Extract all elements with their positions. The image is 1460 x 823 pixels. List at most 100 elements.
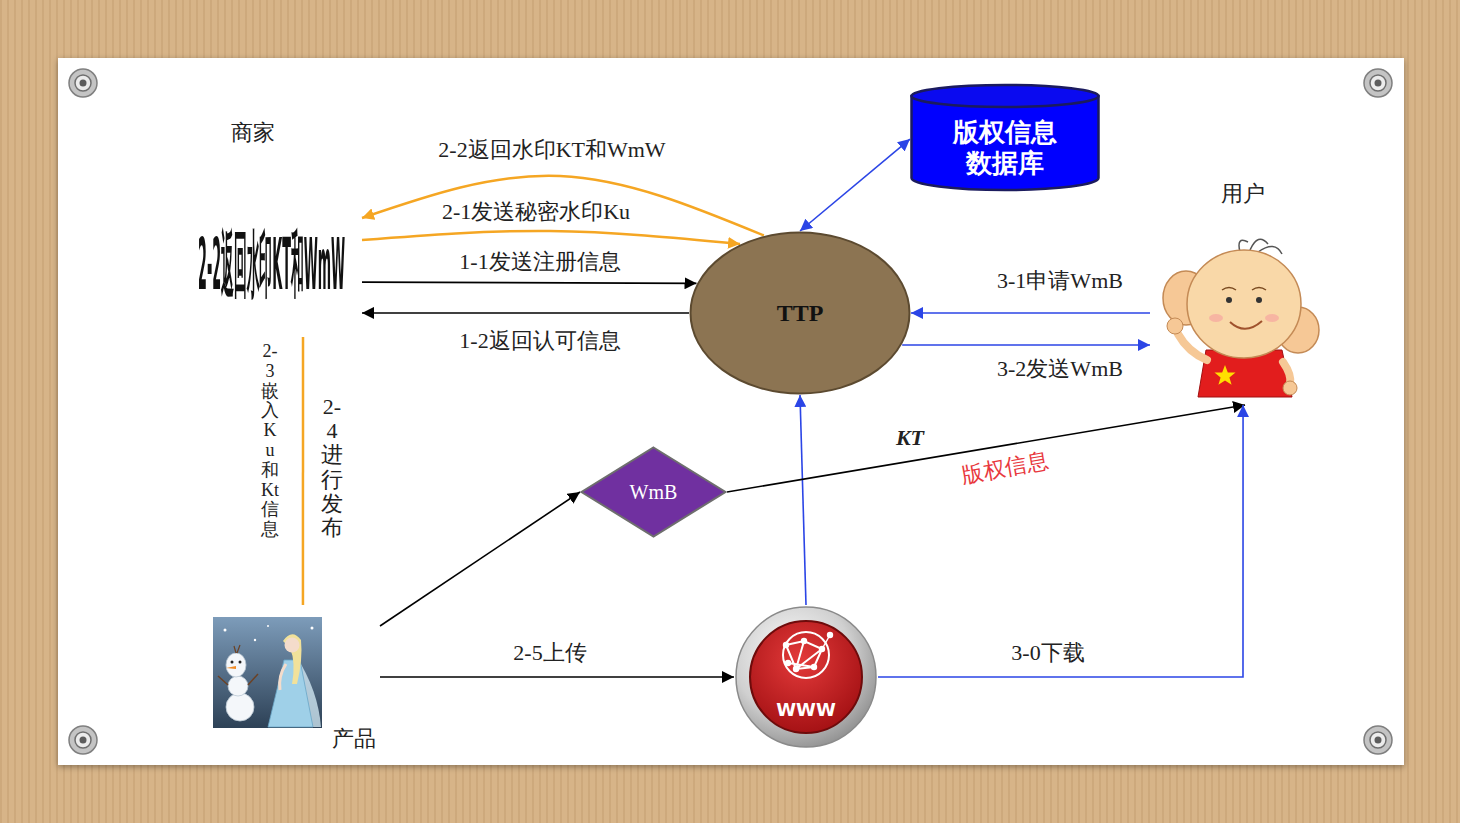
connector <box>362 231 740 244</box>
rivet-hole <box>1375 737 1382 744</box>
edge-label: 3-2发送WmB <box>994 356 1126 382</box>
user-node: 用户 <box>1150 175 1330 405</box>
www-label: WWW <box>776 699 836 721</box>
snowflake <box>224 629 227 632</box>
edge-label: 2-3嵌入Ku和Kt信息 <box>261 342 279 540</box>
network-globe <box>783 632 829 678</box>
snowman-nose <box>226 666 236 669</box>
distorted-label: 2-2返回水印KT和WmW <box>198 228 345 300</box>
snowman-eye <box>239 661 242 664</box>
connector <box>911 312 1150 314</box>
snowman-eye <box>231 661 234 664</box>
rivet-cap <box>75 75 91 91</box>
connector <box>362 176 764 236</box>
eye <box>1256 297 1262 303</box>
merchant-area: 商家2-2返回水印KT和WmW <box>190 112 362 337</box>
rivet-cap <box>1370 75 1386 91</box>
product-label: 产品 <box>332 726 376 752</box>
edge-label: 2-2返回水印KT和WmW <box>435 137 668 163</box>
user-cartoon <box>1163 239 1319 397</box>
snowman-arm <box>218 674 258 685</box>
rivet-cap <box>75 732 91 748</box>
hand <box>1167 318 1183 334</box>
connector <box>727 405 1245 492</box>
connector <box>902 344 1150 346</box>
network-orbit <box>822 635 830 649</box>
connector <box>878 405 1243 677</box>
head <box>1187 250 1301 358</box>
diamond-shape <box>582 448 726 537</box>
wmb-diamond: WmB <box>580 446 727 538</box>
rivet <box>1364 69 1392 97</box>
ellipse-shape <box>691 233 910 394</box>
rivet-ring <box>69 726 97 754</box>
edge-label: KT <box>893 425 927 451</box>
ttp-label: TTP <box>777 299 824 328</box>
connector <box>362 282 697 283</box>
network-lines <box>786 641 822 669</box>
globe-ring <box>736 607 876 747</box>
blush <box>1265 314 1279 322</box>
hand <box>1283 381 1297 395</box>
connector <box>362 312 689 314</box>
edge-label: 1-2返回认可信息 <box>456 328 623 354</box>
globe-face <box>750 621 862 733</box>
network-dot <box>785 660 791 666</box>
product-node: 产品 <box>208 605 380 755</box>
edge-label: 3-0下载 <box>1008 640 1087 666</box>
arm <box>280 664 286 690</box>
edge-label: 1-1发送注册信息 <box>456 249 623 275</box>
snowflake <box>311 627 314 630</box>
rivet-cap <box>1370 732 1386 748</box>
snowman-hair <box>234 645 240 653</box>
rivet <box>69 726 97 754</box>
rivet <box>1364 726 1392 754</box>
edge-label: 2-1发送秘密水印Ku <box>439 199 633 225</box>
rivet-ring <box>1364 726 1392 754</box>
snowman-head <box>226 653 246 677</box>
rivet-hole <box>80 80 87 87</box>
edge-label: 2-5上传 <box>510 640 589 666</box>
rivet-hole <box>80 737 87 744</box>
rivet <box>69 69 97 97</box>
wmb-label: WmB <box>630 480 678 504</box>
database-cylinder: 版权信息 数据库 <box>910 84 1100 190</box>
network-symbol <box>783 632 833 678</box>
database-label: 版权信息 数据库 <box>947 117 1063 179</box>
www-globe: WWW <box>734 605 878 749</box>
connector <box>380 676 734 678</box>
ttp-ellipse: TTP <box>689 231 911 395</box>
connector <box>302 337 305 605</box>
edge-label: 3-1申请WmB <box>994 268 1126 294</box>
publish-label: 2-4进行发布 <box>321 395 343 540</box>
rivet-ring <box>69 69 97 97</box>
copyright-note: 版权信息 <box>956 447 1053 489</box>
shirt-star <box>1215 365 1236 385</box>
mouth <box>1230 321 1262 329</box>
www-globe-outline <box>734 605 878 749</box>
network-dot <box>783 642 789 648</box>
blush <box>1209 314 1223 322</box>
paper-panel <box>58 58 1404 765</box>
cylinder-top <box>912 85 1099 107</box>
network-dot <box>793 666 799 672</box>
snowman-body <box>226 693 254 721</box>
hair <box>283 634 302 684</box>
eye <box>1226 297 1232 303</box>
network-dot <box>801 638 807 644</box>
face <box>285 638 300 653</box>
user-label: 用户 <box>1221 181 1265 207</box>
cylinder-body <box>912 96 1099 190</box>
dress <box>268 660 313 727</box>
rivet-hole <box>1375 80 1382 87</box>
brow <box>1222 288 1266 291</box>
connector <box>800 139 910 231</box>
network-dot <box>811 664 817 670</box>
picture-ground <box>213 617 322 728</box>
product-picture <box>213 617 322 728</box>
connector <box>800 395 806 605</box>
